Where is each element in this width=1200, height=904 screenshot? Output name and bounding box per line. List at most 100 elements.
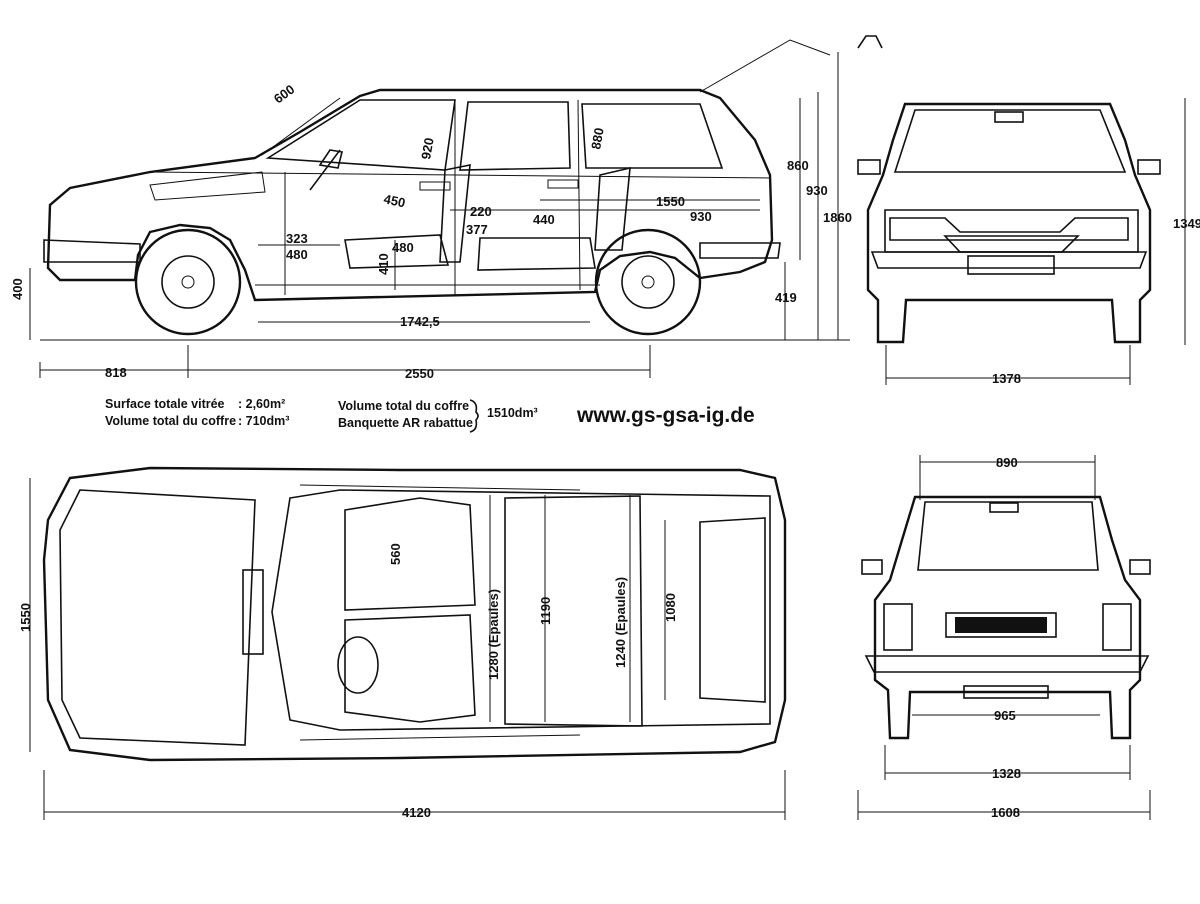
- steering-column: [309, 149, 341, 191]
- steering-wheel-top: [337, 636, 379, 694]
- dim-419: 419: [775, 290, 797, 305]
- side-mirror: [318, 149, 343, 169]
- dim-1550-width: 1550: [18, 603, 33, 632]
- front-grille-panel: [884, 209, 1139, 253]
- top-dimension-lines: [29, 478, 786, 820]
- dim-1608: 1608: [991, 805, 1020, 820]
- dim-1240-epaules: 1240 (Epaules): [613, 577, 628, 668]
- rear-seat-cushion: [477, 237, 596, 271]
- rear-left-mirror: [861, 559, 883, 575]
- front-dimension-lines: [885, 98, 1186, 385]
- dim-480-b: 480: [392, 240, 414, 255]
- front-wheel: [134, 228, 242, 336]
- dim-890: 890: [996, 455, 1018, 470]
- dim-400: 400: [10, 278, 25, 300]
- front-left-seat: [344, 497, 476, 611]
- dim-1742-5: 1742,5: [400, 314, 440, 329]
- rear-plate-frame: [945, 612, 1057, 638]
- dim-440: 440: [533, 212, 555, 227]
- rear-bench-label: Banquette AR rabattue: [338, 416, 473, 430]
- dim-323: 323: [286, 231, 308, 246]
- dim-1328: 1328: [992, 766, 1021, 781]
- dim-1860: 1860: [823, 210, 852, 225]
- dim-1550-load: 1550: [656, 194, 685, 209]
- side-body-outline: [46, 88, 774, 302]
- notes-block: Surface totale vitrée : 2,60m² Volume to…: [105, 397, 755, 433]
- rear-door-window: [459, 101, 571, 171]
- side-dimension-lines: [29, 52, 839, 378]
- dim-1280-epaules: 1280 (Epaules): [486, 589, 501, 680]
- rear-body-outline: [873, 495, 1142, 740]
- website-url: www.gs-gsa-ig.de: [576, 404, 755, 427]
- dim-1080: 1080: [663, 593, 678, 622]
- dim-930-load: 930: [690, 209, 712, 224]
- bonnet-outline: [59, 489, 256, 746]
- front-grille: [943, 235, 1080, 253]
- dim-920: 920: [418, 137, 437, 161]
- front-right-mirror: [1137, 159, 1161, 175]
- front-seat-cushion: [344, 234, 450, 269]
- rear-bumper: [699, 242, 781, 259]
- dim-1349: 1349: [1173, 216, 1200, 231]
- rear-tailgate-window: [917, 501, 1099, 571]
- top-body-outline: [42, 466, 787, 762]
- left-tail-lamp: [883, 603, 913, 651]
- front-left-mirror: [857, 159, 881, 175]
- dim-880: 880: [588, 127, 607, 151]
- headlamp-band: [889, 217, 1129, 241]
- rear-door-handle: [547, 179, 579, 189]
- rear-right-mirror: [1129, 559, 1151, 575]
- dim-1378: 1378: [992, 371, 1021, 386]
- volume-brace: [469, 399, 479, 433]
- dim-600: 600: [271, 82, 297, 107]
- dim-480-a: 480: [286, 247, 308, 262]
- dim-2550: 2550: [405, 366, 434, 381]
- rear-view-mirror: [994, 111, 1024, 123]
- roof-glass-outline: [271, 489, 771, 731]
- rear-bumper-face: [864, 655, 1150, 673]
- front-seat-back: [439, 164, 471, 263]
- rear-valance: [963, 685, 1049, 699]
- dim-4120: 4120: [402, 805, 431, 820]
- c-pillar-line: [577, 99, 581, 291]
- front-view: 1349 1378: [857, 98, 1200, 386]
- trunk-total-label: Volume total du coffre: [338, 399, 469, 413]
- front-windscreen: [893, 109, 1127, 173]
- dim-220: 220: [470, 204, 492, 219]
- right-tail-lamp: [1102, 603, 1132, 651]
- rear-bench: [504, 495, 643, 727]
- front-right-seat: [344, 614, 476, 723]
- glass-area-label: Surface totale vitrée: [105, 397, 225, 411]
- roof-rack-symbol: [857, 35, 883, 49]
- front-bumper: [43, 239, 141, 263]
- dim-1190: 1190: [538, 597, 553, 625]
- rear-wheel: [594, 228, 702, 336]
- trunk-volume-value: : 710dm³: [238, 414, 289, 428]
- dim-377: 377: [466, 222, 488, 237]
- front-body-outline: [866, 102, 1152, 344]
- front-bumper-face: [870, 251, 1148, 269]
- dim-965: 965: [994, 708, 1016, 723]
- roof-rack-leader: [699, 39, 831, 93]
- rear-seat-back: [594, 166, 631, 251]
- right-sill-line: [299, 734, 581, 741]
- folded-volume-value: 1510dm³: [487, 406, 538, 420]
- rear-top-handle: [989, 502, 1019, 513]
- front-plate: [967, 255, 1055, 275]
- dim-930-height: 930: [806, 183, 828, 198]
- dim-410: 410: [376, 253, 391, 275]
- dim-860: 860: [787, 158, 809, 173]
- cargo-floor: [699, 517, 766, 703]
- cowl-vents: [242, 569, 264, 655]
- belt-line: [149, 171, 771, 179]
- side-view: 600 920 880 860 930 1860 450 220 377 440…: [10, 35, 883, 381]
- rear-view: 890 965 1328 1608: [857, 455, 1151, 820]
- dim-450: 450: [382, 191, 406, 210]
- top-view: 1550 4120 560 1280 (Epaules) 1190 1240 (…: [18, 466, 787, 820]
- dim-560: 560: [388, 543, 403, 565]
- front-door-handle: [419, 181, 451, 191]
- rear-dimension-lines: [857, 455, 1151, 820]
- bonnet-vent: [149, 171, 266, 201]
